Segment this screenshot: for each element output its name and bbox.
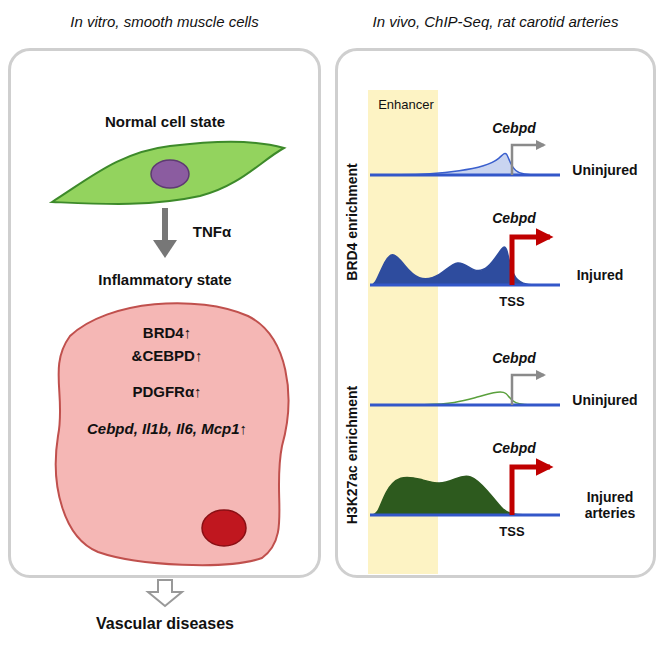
panel-title: In vitro, smooth muscle cells [11, 13, 318, 30]
axis-label: H3K27ac enrichment [344, 386, 360, 525]
tss-arrow [512, 237, 550, 285]
panel-title: In vivo, ChIP-Seq, rat carotid arteries [338, 13, 653, 30]
tss-arrow [512, 467, 550, 515]
normal-cell [52, 142, 284, 204]
gene-label: Cebpd [492, 440, 536, 456]
track-baseline [370, 284, 560, 287]
tss-label: TSS [499, 295, 524, 310]
cell-marker: Cebpd, Il1b, Il6, Mcp1↑ [78, 418, 256, 441]
tss-arrow [512, 375, 544, 405]
gene-label: Cebpd [492, 210, 536, 226]
gene-label: Cebpd [492, 120, 536, 136]
axis-label: BRD4 enrichment [344, 163, 360, 280]
tss-label: TSS [499, 525, 524, 540]
treatment-label: TNFα [193, 223, 231, 240]
inflamed-cell: BRD4↑ &CEBPD↑ PDGFRα↑ Cebpd, Il1b, Il6, Mc… [48, 296, 296, 568]
cell-nucleus [202, 510, 246, 546]
signal-track [370, 247, 560, 285]
state-label: Inflammatory state [98, 271, 231, 288]
condition-label: Injured [577, 267, 624, 283]
track-baseline [370, 174, 560, 177]
condition-label: Injured arteries [574, 489, 646, 521]
condition-label: Uninjured [572, 392, 637, 408]
track-baseline [370, 514, 560, 517]
cell-marker: BRD4↑ &CEBPD↑ [120, 322, 215, 367]
cell-marker: PDGFRα↑ [78, 381, 256, 404]
region-label: Enhancer [371, 93, 441, 112]
enhancer-region: Enhancer [371, 93, 441, 123]
cell-body [56, 303, 289, 565]
state-label: Normal cell state [105, 113, 225, 130]
signal-track [370, 392, 560, 405]
signal-track [370, 476, 560, 515]
condition-label: Uninjured [572, 162, 637, 178]
signal-track [370, 153, 560, 175]
gene-label: Cebpd [492, 350, 536, 366]
treatment-arrow [162, 208, 168, 242]
tss-arrow [512, 145, 544, 175]
outcome-label: Vascular diseases [96, 615, 234, 633]
treatment-arrowhead [153, 240, 177, 258]
track-baseline [370, 404, 560, 407]
cell-nucleus [151, 160, 189, 188]
outcome-arrow [148, 580, 182, 606]
